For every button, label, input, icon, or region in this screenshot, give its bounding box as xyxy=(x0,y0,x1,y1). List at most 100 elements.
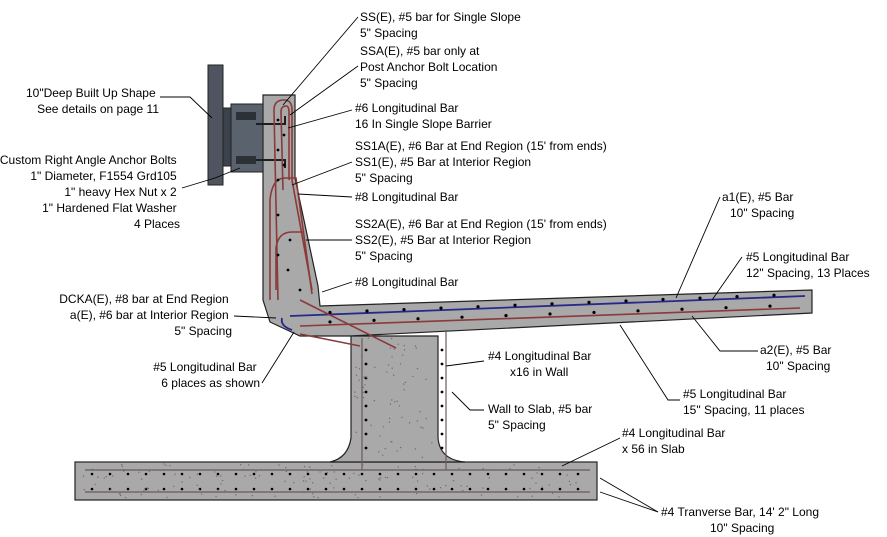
concrete-speck xyxy=(541,486,543,488)
concrete-speck xyxy=(198,488,200,490)
longitudinal-bar-dot xyxy=(252,487,256,491)
label-anchor: Custom Right Angle Anchor Bolts 1" Diame… xyxy=(0,153,180,231)
concrete-speck xyxy=(421,472,424,475)
concrete-speck xyxy=(119,494,122,497)
concrete-speck xyxy=(220,475,222,477)
concrete-speck xyxy=(387,364,390,366)
callout-labels: SS(E), #5 bar for Single Slope 5" Spacin… xyxy=(0,10,870,535)
ssa-stirrup xyxy=(280,105,290,191)
concrete-speck xyxy=(284,480,286,483)
longitudinal-bar-dot xyxy=(198,487,202,491)
longitudinal-bar-dot xyxy=(288,487,292,491)
concrete-speck xyxy=(439,487,442,489)
concrete-speck xyxy=(398,405,401,407)
longitudinal-bar-dot xyxy=(460,315,464,319)
concrete-speck xyxy=(394,401,396,403)
concrete-speck xyxy=(379,435,381,437)
reinforcement xyxy=(85,99,806,493)
concrete-speck xyxy=(415,347,417,349)
longitudinal-bar-dot xyxy=(558,472,562,476)
concrete-speck xyxy=(311,492,314,495)
concrete-speck xyxy=(83,489,86,491)
longitudinal-bar-dot xyxy=(440,390,444,394)
concrete-speck xyxy=(358,474,360,476)
concrete-speck xyxy=(258,475,261,477)
concrete-speck xyxy=(244,475,246,477)
concrete-speck xyxy=(123,470,125,472)
a2-bottom-bar xyxy=(299,307,801,327)
barrier-and-deck xyxy=(262,94,813,337)
steel-post xyxy=(207,64,286,186)
concrete-speck xyxy=(391,367,393,369)
concrete-speck xyxy=(382,426,385,428)
longitudinal-bar-dot xyxy=(252,472,256,476)
concrete-speck xyxy=(235,494,237,496)
longitudinal-bar-dot xyxy=(270,472,274,476)
concrete-speck xyxy=(538,466,540,469)
concrete-speck xyxy=(379,477,382,479)
concrete-speck xyxy=(575,482,577,484)
concrete-speck xyxy=(482,467,484,470)
leader-long5-top xyxy=(711,256,743,301)
longitudinal-bar-dot xyxy=(698,296,702,300)
label-transverse: #4 Tranverse Bar, 14' 2" Long 10" Spacin… xyxy=(661,505,822,535)
longitudinal-bar-dot xyxy=(342,487,346,491)
concrete-speck xyxy=(391,356,393,358)
concrete-speck xyxy=(323,477,325,479)
concrete-speck xyxy=(201,493,203,495)
concrete-speck xyxy=(373,399,376,402)
concrete-speck xyxy=(403,383,405,385)
longitudinal-bar-dot xyxy=(365,309,369,313)
concrete-speck xyxy=(390,337,393,340)
concrete-speck xyxy=(196,473,199,475)
concrete-speck xyxy=(389,347,391,350)
longitudinal-bar-dot xyxy=(440,362,444,366)
longitudinal-bar-dot xyxy=(414,472,418,476)
concrete-speck xyxy=(480,494,483,496)
longitudinal-bar-dot xyxy=(126,472,130,476)
concrete-speck xyxy=(224,489,226,492)
longitudinal-bar-dot xyxy=(587,300,591,304)
concrete-speck xyxy=(143,490,145,492)
longitudinal-bar-dots xyxy=(82,118,776,499)
concrete-speck xyxy=(166,496,168,499)
leader-ssa xyxy=(289,65,359,116)
concrete-speck xyxy=(419,411,421,413)
concrete-speck xyxy=(110,488,112,490)
longitudinal-bar-dot xyxy=(522,472,526,476)
concrete-speck xyxy=(529,487,531,490)
concrete-speck xyxy=(460,485,462,487)
concrete-speck xyxy=(215,475,218,477)
concrete-speck xyxy=(305,480,307,482)
concrete-speck xyxy=(278,464,280,466)
concrete-speck xyxy=(431,442,433,444)
longitudinal-bar-dot xyxy=(288,472,292,476)
leader-a1 xyxy=(675,196,721,299)
concrete-speck xyxy=(118,493,121,495)
longitudinal-bar-dot xyxy=(440,446,444,450)
longitudinal-bar-dot xyxy=(576,472,580,476)
longitudinal-bar-dot xyxy=(108,472,112,476)
longitudinal-bar-dot xyxy=(276,253,280,257)
concrete-speck xyxy=(144,488,146,490)
leader-ss1 xyxy=(291,161,353,186)
longitudinal-bar-dot xyxy=(468,472,472,476)
concrete-speck xyxy=(536,472,538,474)
concrete-speck xyxy=(326,471,328,474)
concrete-speck xyxy=(548,484,551,486)
leader-dcka xyxy=(233,315,277,319)
longitudinal-bar-dot xyxy=(282,163,286,167)
longitudinal-bar-dot xyxy=(90,472,94,476)
concrete-speck xyxy=(488,477,491,479)
longitudinal-bar-dot xyxy=(661,297,665,302)
concrete-speck xyxy=(411,476,414,479)
concrete-speck xyxy=(361,373,363,376)
concrete-speck xyxy=(378,478,380,480)
concrete-speck xyxy=(424,469,426,471)
ss-stirrup xyxy=(273,99,313,301)
concrete-speck xyxy=(388,417,391,420)
concrete-speck xyxy=(425,417,427,420)
leader-a2 xyxy=(691,315,758,352)
leader-long5-six xyxy=(261,331,295,384)
